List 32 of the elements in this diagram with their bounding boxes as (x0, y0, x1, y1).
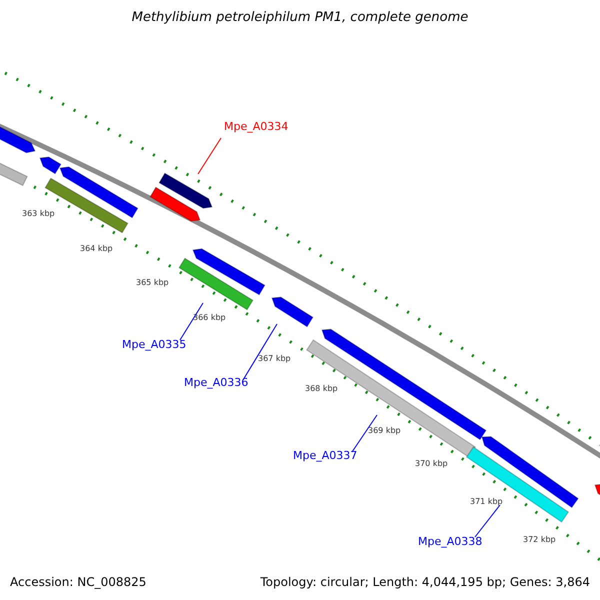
gene-label: Mpe_A0337 (293, 450, 358, 461)
gene-block (192, 248, 266, 296)
gene-label: Mpe_A0335 (122, 339, 186, 350)
gene-label: Mpe_A0334 (224, 121, 288, 132)
summary-text: Topology: circular; Length: 4,044,195 bp; Genes: 3,864 (260, 576, 590, 588)
scale-label: 364 kbp (80, 245, 113, 253)
leader-line (352, 414, 378, 452)
gene-block (150, 186, 201, 222)
scale-label: 372 kbp (523, 536, 556, 544)
leader-line (474, 504, 500, 538)
gene-label: Mpe_A0338 (418, 536, 482, 547)
gene-block (59, 166, 138, 218)
gene-block (39, 156, 62, 174)
gene-label: Mpe_A0336 (184, 377, 248, 388)
accession-text: Accession: NC_008825 (10, 576, 146, 588)
gene-block (271, 296, 314, 328)
scale-label: 370 kbp (415, 460, 448, 468)
gene-bar (466, 446, 570, 523)
scale-label: 365 kbp (136, 279, 169, 287)
gene-block (321, 328, 487, 440)
leader-line (198, 138, 222, 174)
title: Methylibium petroleiphilum PM1, complete genome (132, 11, 468, 24)
leader-line (242, 324, 278, 380)
scale-label: 369 kbp (368, 427, 401, 435)
scale-label: 366 kbp (193, 314, 226, 322)
scale-label: 371 kbp (470, 498, 503, 506)
gene-bar (178, 258, 254, 310)
scale-label: 363 kbp (22, 210, 55, 218)
scale-label: 368 kbp (305, 385, 338, 393)
gene-block (158, 172, 213, 209)
scale-label: 367 kbp (258, 355, 291, 363)
leader-line (180, 302, 204, 340)
